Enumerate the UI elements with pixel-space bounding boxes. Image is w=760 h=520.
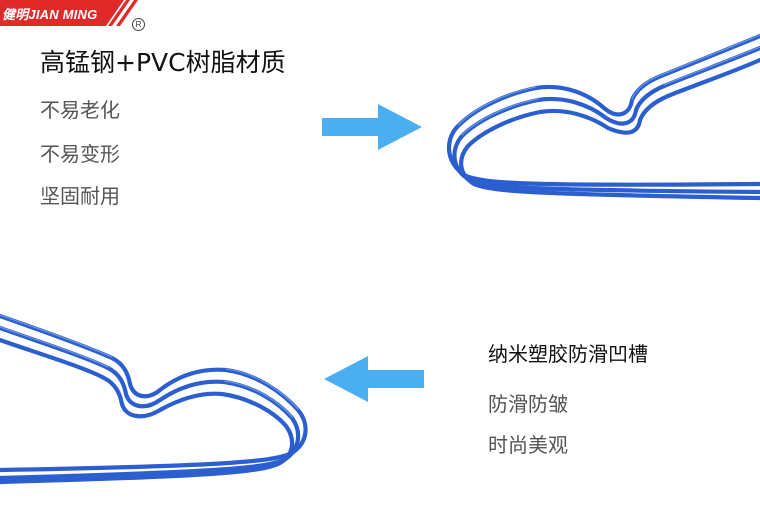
feature-anti-deform: 不易变形 — [40, 142, 120, 166]
groove-title: 纳米塑胶防滑凹槽 — [488, 342, 648, 366]
registered-mark-icon: R — [132, 18, 145, 31]
brand-logo-text: 健明JIAN MING — [2, 4, 97, 23]
brand-name-en: JIAN MING — [28, 7, 98, 22]
arrow-right-icon — [322, 104, 422, 150]
brand-logo-bar: 健明JIAN MING — [0, 0, 124, 26]
hanger-bottom-image — [0, 313, 308, 485]
feature-anti-slip: 防滑防皱 — [488, 392, 568, 416]
hanger-top-image — [446, 33, 760, 201]
brand-name-cn: 健明 — [2, 8, 29, 23]
feature-stylish: 时尚美观 — [488, 433, 568, 457]
feature-anti-aging: 不易老化 — [40, 98, 120, 122]
material-title: 高锰钢+PVC树脂材质 — [40, 48, 286, 77]
arrow-left-icon — [324, 356, 424, 402]
brand-stripes-icon — [108, 0, 138, 26]
feature-durable: 坚固耐用 — [40, 184, 120, 208]
